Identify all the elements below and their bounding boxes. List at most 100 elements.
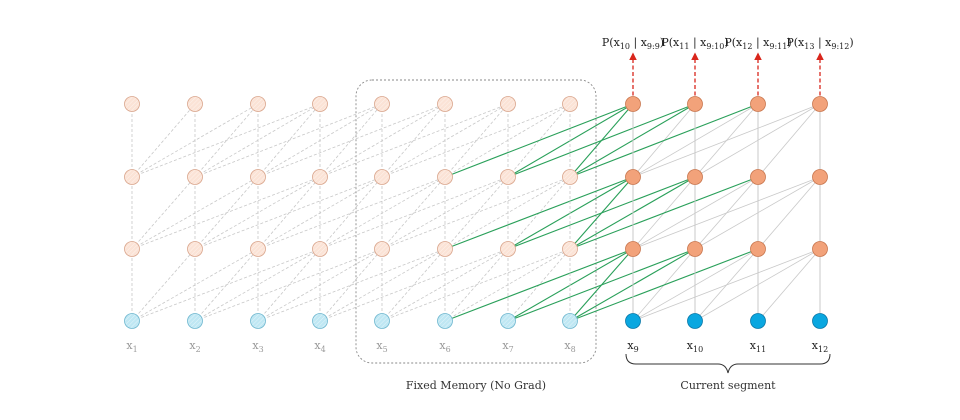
segment-hidden-node: [687, 169, 703, 185]
prediction-part: | x: [630, 36, 648, 50]
attention-edge: [319, 103, 446, 178]
attention-edge: [319, 176, 509, 250]
prediction-part: 13: [804, 42, 814, 51]
node-hatch: [375, 242, 389, 256]
token-base: x: [439, 339, 446, 352]
memory-token-label: x3: [252, 339, 263, 354]
node-hatch: [438, 242, 452, 256]
edges-layer: [131, 103, 821, 322]
token-base: x: [750, 339, 757, 352]
token-subscript: 11: [756, 345, 766, 354]
attention-edge: [569, 103, 759, 178]
attention-edge: [257, 103, 446, 178]
node-hatch: [188, 242, 202, 256]
segment-input-node: [812, 313, 828, 329]
segment-hidden-node: [625, 169, 641, 185]
current-segment-label: Current segment: [680, 379, 776, 392]
attention-edge: [194, 248, 321, 322]
node-hatch: [125, 314, 139, 328]
prediction-part: 9:12: [831, 42, 849, 51]
current-segment-brace: [625, 353, 831, 374]
attention-edge: [131, 248, 321, 322]
prediction-part: 10: [620, 42, 630, 51]
memory-token-label: x5: [376, 339, 387, 354]
memory-token-label: x2: [189, 339, 200, 354]
segment-token-label: x11: [750, 339, 766, 354]
node-hatch: [188, 170, 202, 184]
segment-hidden-node: [812, 96, 828, 112]
attention-edge: [319, 248, 509, 322]
attention-edge: [194, 103, 383, 178]
segment-input-node: [687, 313, 703, 329]
attention-edge: [257, 248, 446, 322]
prediction-part: P(x: [661, 36, 680, 49]
memory-token-label: x8: [564, 339, 575, 354]
segment-input-node: [750, 313, 766, 329]
attention-edge: [319, 248, 446, 322]
token-base: x: [812, 339, 819, 352]
token-subscript: 1: [133, 345, 138, 354]
attention-edge: [569, 176, 759, 250]
prediction-part: P(x: [602, 36, 621, 49]
token-subscript: 12: [818, 345, 828, 354]
segment-hidden-node: [812, 169, 828, 185]
segment-hidden-node: [687, 241, 703, 257]
attention-edge: [444, 103, 634, 178]
node-hatch: [251, 314, 265, 328]
segment-hidden-node: [625, 96, 641, 112]
attention-edge: [444, 176, 571, 250]
node-hatch: [313, 170, 327, 184]
attention-edge: [381, 248, 571, 322]
attention-edge: [507, 248, 634, 322]
node-hatch: [438, 314, 452, 328]
attention-edge: [757, 176, 821, 250]
segment-token-label: x9: [627, 339, 638, 354]
node-hatch: [438, 97, 452, 111]
node-hatch: [125, 170, 139, 184]
node-hatch: [125, 242, 139, 256]
token-base: x: [252, 339, 259, 352]
prediction-part: 11: [679, 42, 689, 51]
token-base: x: [314, 339, 321, 352]
prediction-label: P(x12 | x9:11): [724, 36, 791, 51]
attention-edge: [319, 176, 383, 250]
fixed-memory-label: Fixed Memory (No Grad): [406, 379, 546, 392]
prediction-label: P(x10 | x9:9): [602, 36, 664, 51]
attention-edge: [319, 103, 383, 178]
node-hatch: [251, 170, 265, 184]
attention-edge: [444, 103, 571, 178]
attention-edge: [194, 248, 383, 322]
attention-edge: [444, 176, 634, 250]
node-hatch: [501, 170, 515, 184]
segment-token-label: x10: [687, 339, 703, 354]
node-hatch: [313, 97, 327, 111]
node-hatch: [125, 97, 139, 111]
node-hatch: [375, 97, 389, 111]
attention-edge: [381, 103, 446, 178]
token-subscript: 9: [634, 345, 639, 354]
prediction-labels-layer: P(x10 | x9:9)P(x11 | x9:10)P(x12 | x9:11…: [602, 36, 854, 51]
node-hatch: [313, 314, 327, 328]
segment-hidden-node: [750, 96, 766, 112]
attention-edge: [131, 176, 321, 250]
node-hatch: [251, 242, 265, 256]
prediction-part: ): [787, 36, 791, 49]
memory-token-label: x7: [502, 339, 513, 354]
attention-edge: [507, 176, 696, 250]
segment-input-node: [625, 313, 641, 329]
attention-edge: [319, 176, 446, 250]
node-hatch: [563, 97, 577, 111]
token-subscript: 4: [321, 345, 326, 354]
prediction-part: | x: [689, 36, 707, 50]
attention-edge: [194, 176, 383, 250]
token-subscript: 6: [446, 345, 451, 354]
token-subscript: 3: [259, 345, 264, 354]
node-hatch: [563, 314, 577, 328]
attention-edge: [507, 103, 634, 178]
attention-edge: [319, 103, 509, 178]
token-subscript: 8: [571, 345, 576, 354]
prediction-part: ): [724, 36, 728, 49]
token-subscript: 5: [383, 345, 388, 354]
attention-edge: [257, 176, 446, 250]
